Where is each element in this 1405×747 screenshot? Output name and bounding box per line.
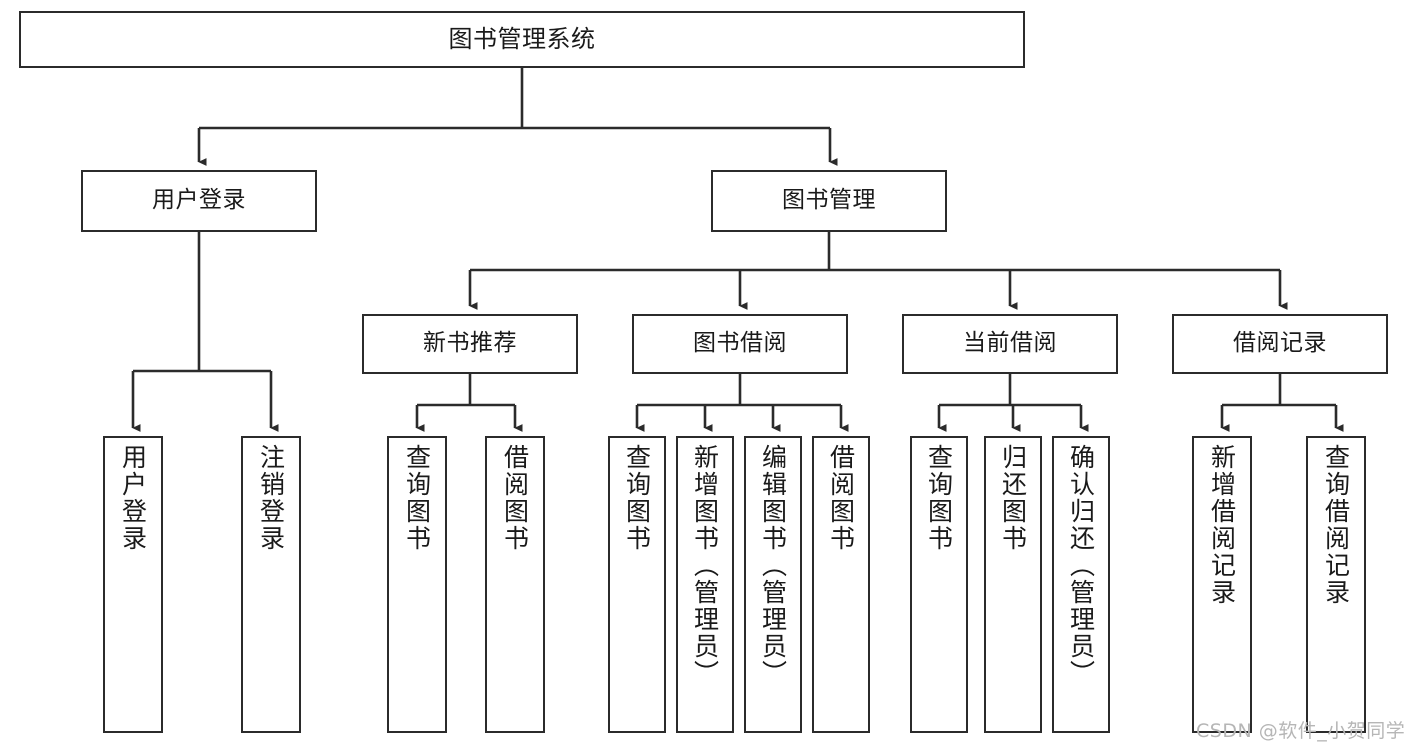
leaf-node-label: 编辑图书（管理员） <box>758 444 788 687</box>
leaf-node-label: 查询图书 <box>402 444 432 552</box>
node-user-login-label: 用户登录 <box>152 187 246 214</box>
node-user-login[interactable]: 用户登录 <box>81 170 317 232</box>
edges-book-management-to-level2 <box>468 232 1288 310</box>
leaf-node[interactable]: 注销登录 <box>241 436 301 733</box>
node-book-management-label: 图书管理 <box>782 187 876 214</box>
node-new-book-recommend[interactable]: 新书推荐 <box>362 314 578 374</box>
leaf-node[interactable]: 借阅图书 <box>485 436 545 733</box>
leaf-node[interactable]: 新增图书（管理员） <box>676 436 734 733</box>
node-borrow-record-label: 借阅记录 <box>1233 330 1327 357</box>
edges-user-login-to-leaves <box>131 232 279 432</box>
leaf-node[interactable]: 用户登录 <box>103 436 163 733</box>
node-book-management[interactable]: 图书管理 <box>711 170 947 232</box>
node-root[interactable]: 图书管理系统 <box>19 11 1025 68</box>
leaf-node[interactable]: 新增借阅记录 <box>1192 436 1252 733</box>
node-current-borrow-label: 当前借阅 <box>963 330 1057 357</box>
leaf-node-label: 查询借阅记录 <box>1321 444 1351 606</box>
edges-current-borrow-to-leaves <box>937 374 1089 432</box>
leaf-node-label: 查询图书 <box>924 444 954 552</box>
leaf-node-label: 查询图书 <box>622 444 652 552</box>
leaf-node[interactable]: 归还图书 <box>984 436 1042 733</box>
node-root-label: 图书管理系统 <box>448 25 596 54</box>
leaf-node[interactable]: 编辑图书（管理员） <box>744 436 802 733</box>
leaf-node-label: 归还图书 <box>998 444 1028 552</box>
edges-new-book-to-leaves <box>415 374 523 432</box>
node-new-book-recommend-label: 新书推荐 <box>423 330 517 357</box>
node-current-borrow[interactable]: 当前借阅 <box>902 314 1118 374</box>
leaf-node[interactable]: 查询借阅记录 <box>1306 436 1366 733</box>
leaf-node-label: 注销登录 <box>256 444 286 552</box>
leaf-node-label: 借阅图书 <box>500 444 530 552</box>
leaf-node[interactable]: 查询图书 <box>608 436 666 733</box>
edges-borrow-record-to-leaves <box>1220 374 1344 432</box>
leaf-node-label: 确认归还（管理员） <box>1066 444 1096 687</box>
leaf-node-label: 用户登录 <box>118 444 148 552</box>
leaf-node[interactable]: 确认归还（管理员） <box>1052 436 1110 733</box>
leaf-node[interactable]: 借阅图书 <box>812 436 870 733</box>
leaf-node[interactable]: 查询图书 <box>387 436 447 733</box>
edges-root-to-level1 <box>197 68 838 166</box>
leaf-node-label: 新增借阅记录 <box>1207 444 1237 606</box>
edges-book-borrow-to-leaves <box>635 374 849 432</box>
leaf-node[interactable]: 查询图书 <box>910 436 968 733</box>
node-borrow-record[interactable]: 借阅记录 <box>1172 314 1388 374</box>
node-book-borrow[interactable]: 图书借阅 <box>632 314 848 374</box>
watermark: CSDN @软件_小贺同学 <box>1196 720 1405 742</box>
leaf-node-label: 借阅图书 <box>826 444 856 552</box>
leaf-node-label: 新增图书（管理员） <box>690 444 720 687</box>
node-book-borrow-label: 图书借阅 <box>693 330 787 357</box>
